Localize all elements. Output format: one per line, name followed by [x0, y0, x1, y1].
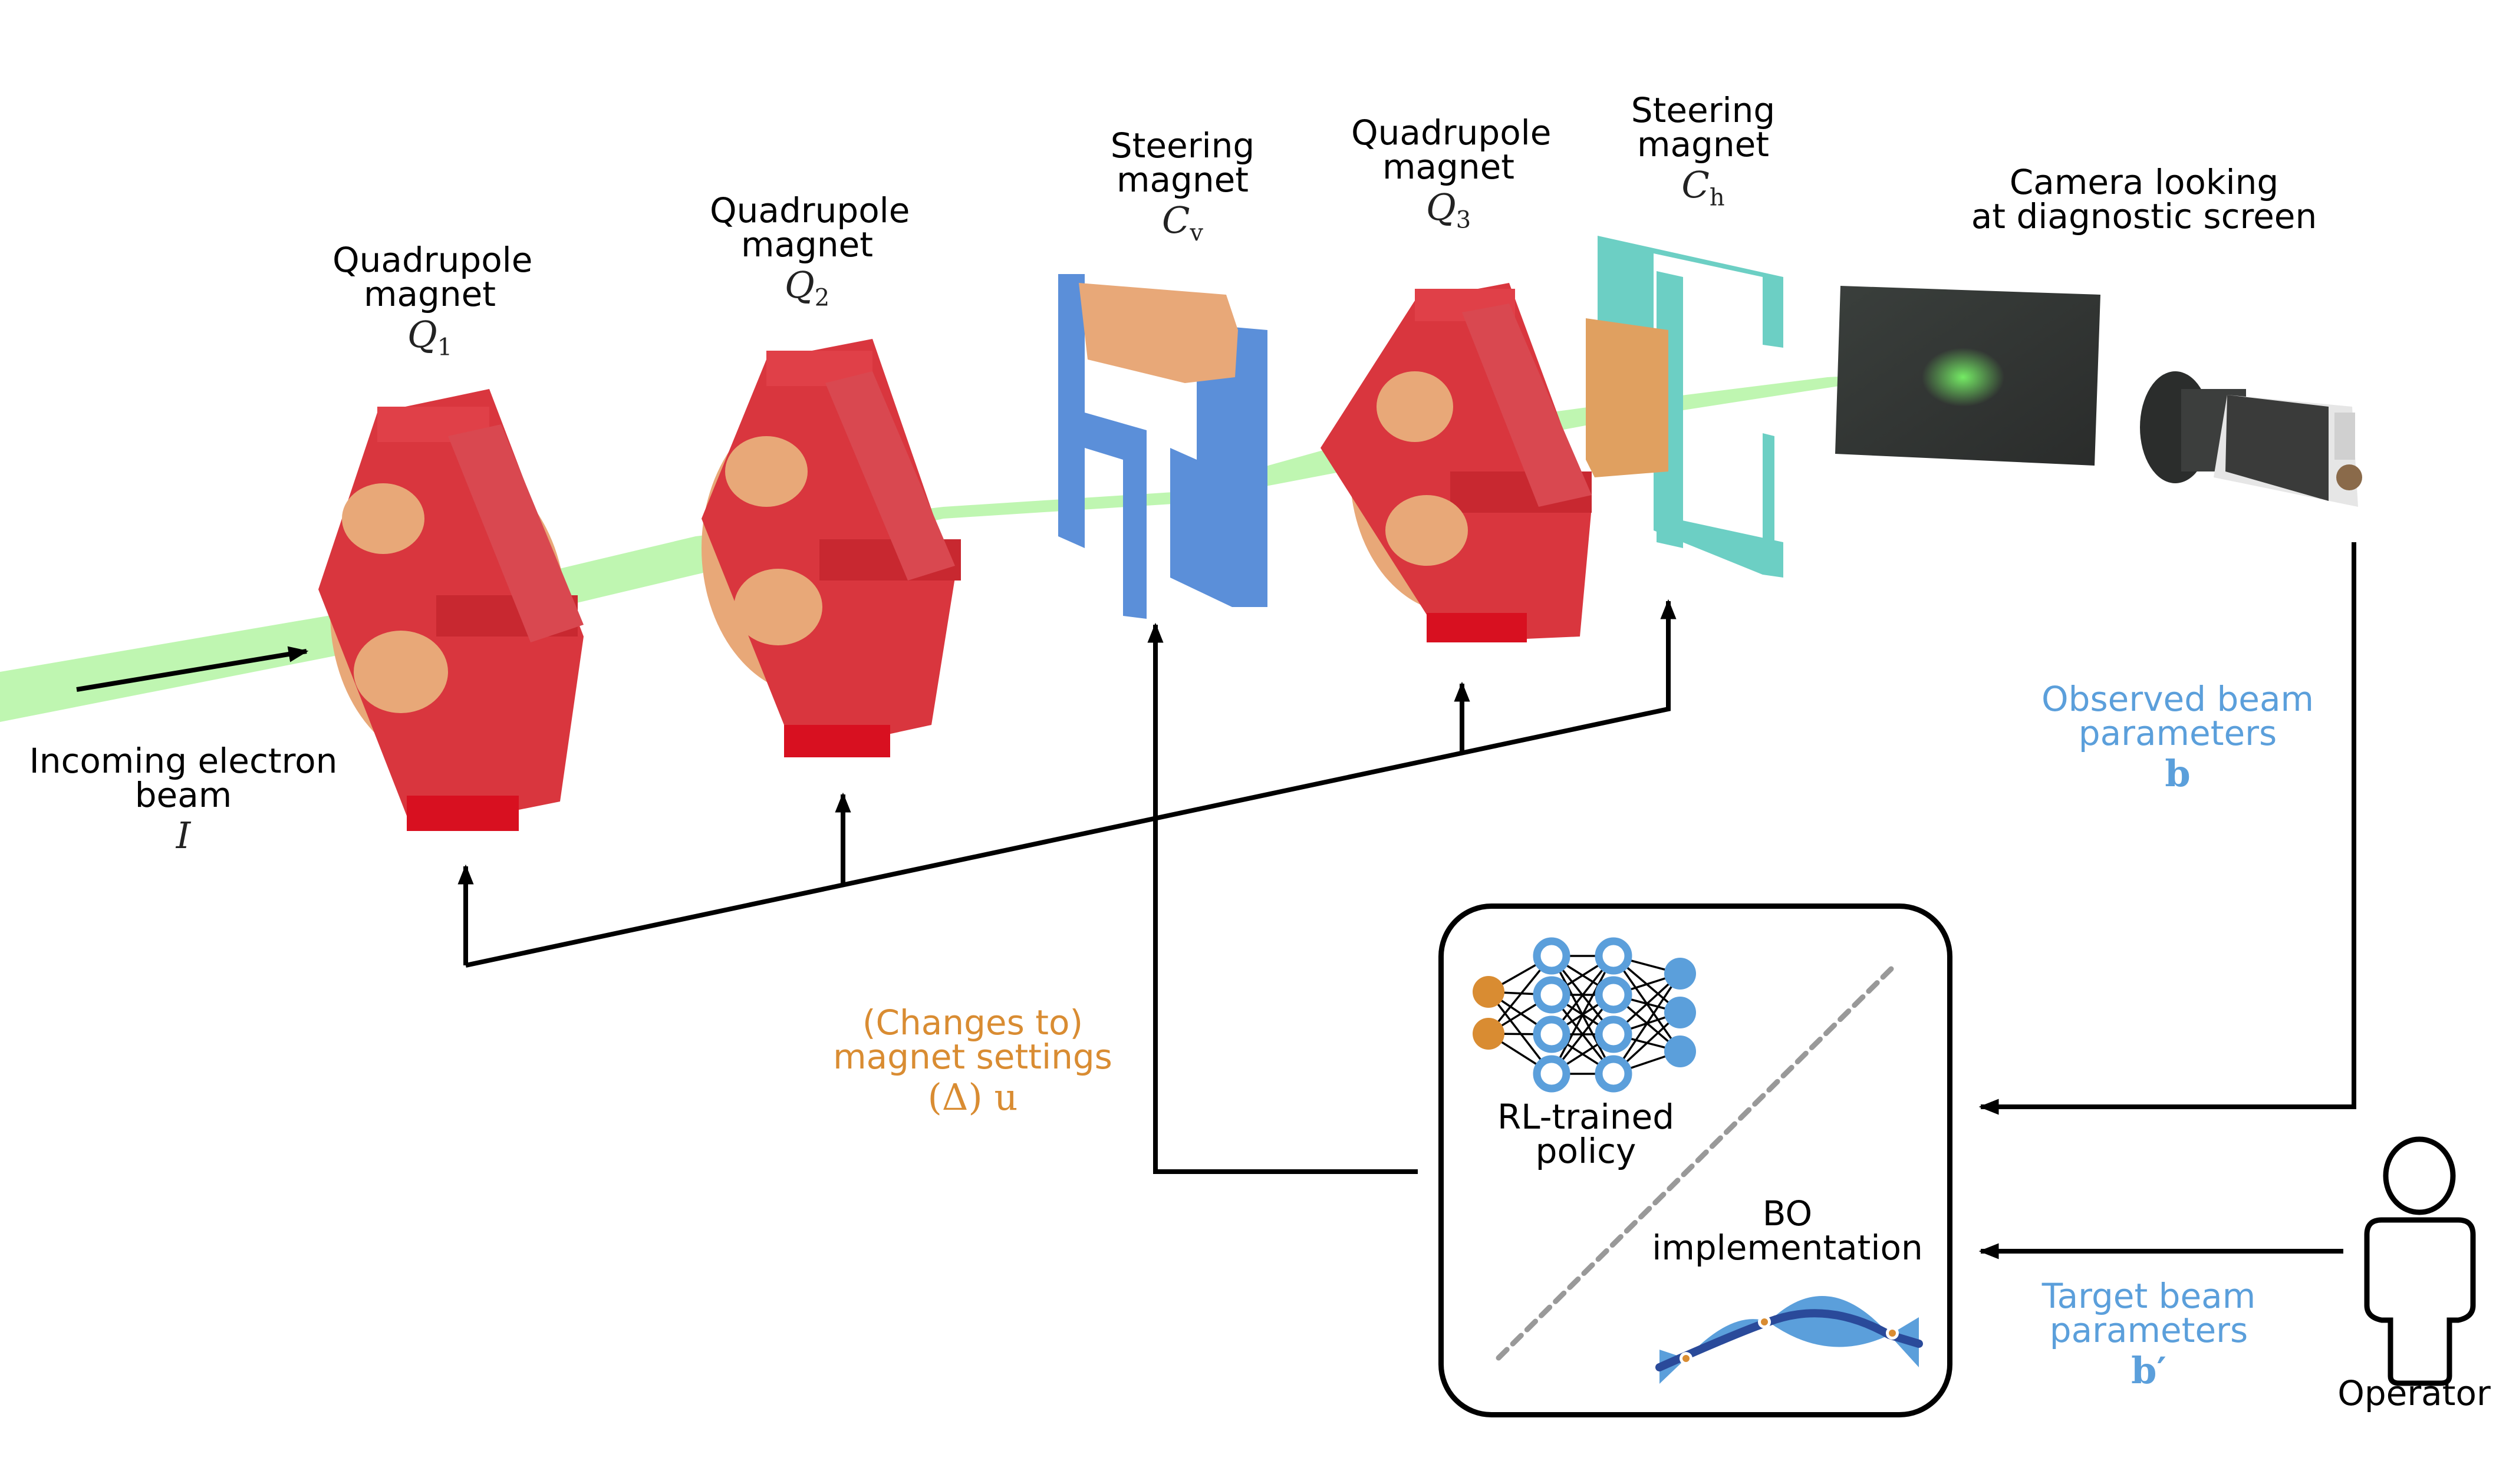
nn-hidden-node: [1533, 1055, 1570, 1093]
label-camera: Camera looking at diagnostic screen: [1971, 162, 2317, 236]
rl-bo-divider: [1496, 966, 1894, 1361]
label-rl-policy: RL-trained policy: [1497, 1097, 1675, 1171]
nn-hidden-node: [1595, 1055, 1632, 1093]
label-observed: Observed beam parameters b: [2041, 682, 2314, 797]
label-cv-text: Steering magnet: [1110, 126, 1255, 200]
symbol-cv: Cv: [1161, 199, 1204, 247]
control-line-ch: [465, 599, 1677, 968]
symbol-q1: Q1: [407, 313, 453, 361]
label-target: Target beam parameters b′: [2042, 1279, 2255, 1394]
label-ch: Steering magnet Ch: [1626, 93, 1780, 221]
control-line-cv: [1147, 622, 1418, 1174]
symbol-q2: Q2: [784, 263, 830, 312]
symbol-observed: b: [2165, 752, 2191, 795]
nn-hidden-node: [1595, 937, 1632, 975]
quadrupole-magnet-q3: [1321, 283, 1592, 642]
nn-hidden-node: [1533, 1015, 1570, 1053]
nn-output-node: [1664, 997, 1696, 1028]
label-q3-text: Quadrupole magnet: [1351, 113, 1552, 187]
gp-observation-point: [1761, 1318, 1768, 1325]
label-q1: Quadrupole magnet Q1: [332, 240, 533, 371]
magnet-control-lines: [457, 599, 1677, 1174]
label-incoming-beam: Incoming electron beam I: [29, 744, 338, 859]
nn-edge: [1550, 955, 1615, 1074]
label-bo: BO implementation: [1652, 1193, 1923, 1268]
label-actions: (Changes to) magnet settings (Δ) u: [833, 1005, 1112, 1121]
symbol-q3: Q3: [1425, 186, 1471, 234]
nn-hidden-node: [1595, 1015, 1632, 1053]
label-ch-text: Steering magnet: [1631, 90, 1776, 164]
nn-input-node: [1473, 976, 1504, 1008]
camera: [2140, 371, 2362, 507]
label-q3: Quadrupole magnet Q3: [1351, 113, 1552, 243]
diagnostic-screen: [1835, 286, 2100, 466]
steering-magnet-cv: [1058, 274, 1267, 619]
gp-observation-point: [1889, 1330, 1896, 1337]
label-operator: Operator: [2337, 1373, 2491, 1413]
quadrupole-magnet-q1: [318, 389, 584, 831]
nn-hidden-node: [1533, 976, 1570, 1014]
symbol-actions: (Δ) u: [927, 1076, 1018, 1119]
nn-hidden-node: [1595, 976, 1632, 1014]
nn-input-node: [1473, 1018, 1504, 1050]
label-q2: Quadrupole magnet Q2: [710, 190, 910, 321]
observed-feedback-arrow: [1978, 542, 2356, 1115]
agent-box: [1438, 903, 1952, 1417]
nn-edge: [1612, 973, 1681, 1074]
symbol-target: b′: [2131, 1349, 2166, 1392]
quadrupole-magnet-q2: [702, 339, 961, 757]
label-cv: Steering magnet Cv: [1106, 128, 1259, 256]
symbol-ch: Ch: [1681, 163, 1725, 212]
symbol-incoming: I: [176, 814, 191, 857]
operator-icon: [2364, 1136, 2476, 1386]
label-q1-text: Quadrupole magnet: [332, 240, 533, 314]
label-q2-text: Quadrupole magnet: [710, 190, 910, 265]
beam-direction-arrow: [76, 646, 309, 692]
gaussian-process-icon: [1655, 1295, 1923, 1384]
nn-output-node: [1664, 958, 1696, 990]
steering-magnet-ch: [1586, 236, 1783, 578]
gp-observation-point: [1682, 1355, 1690, 1362]
nn-output-node: [1664, 1035, 1696, 1067]
nn-hidden-node: [1533, 937, 1570, 975]
neural-network-icon: [1473, 937, 1696, 1093]
